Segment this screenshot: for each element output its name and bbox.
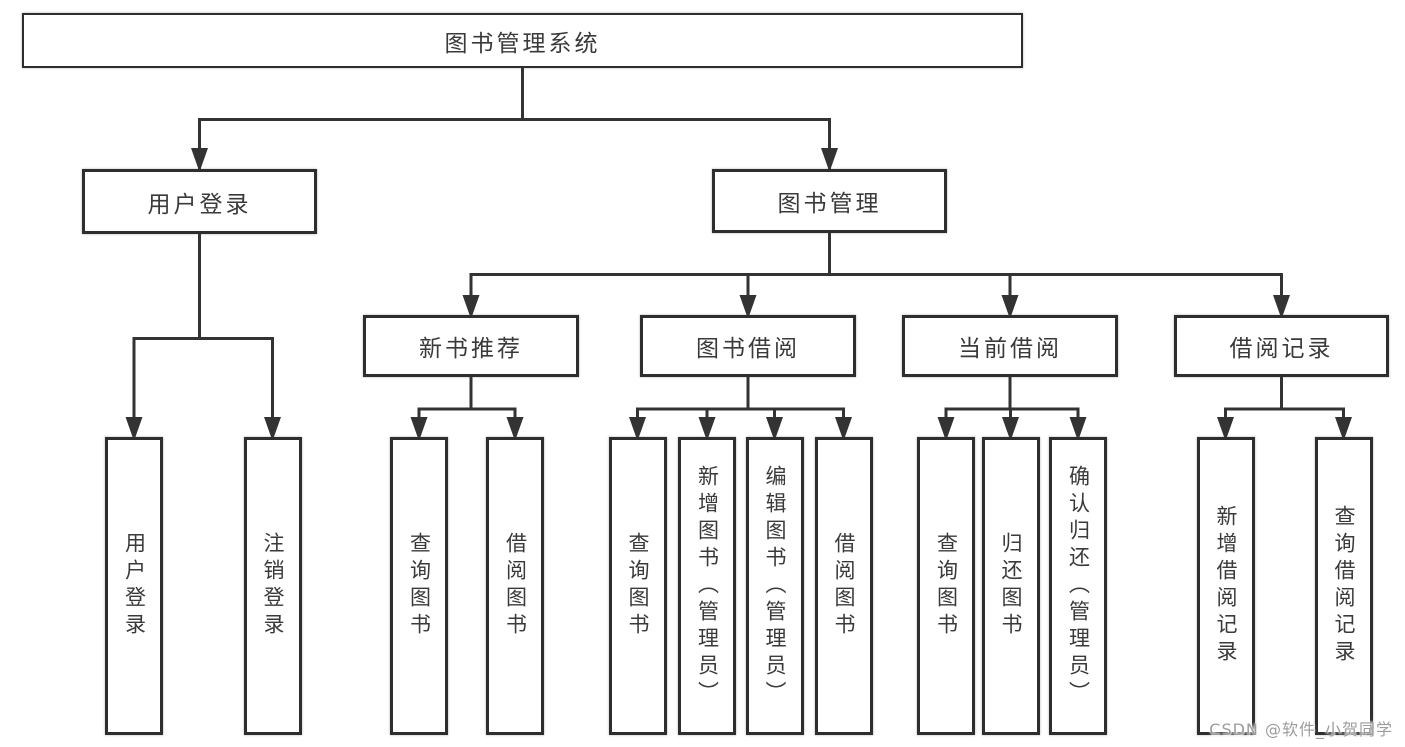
leaf-confirm-return-admin: 确认归还（管理员） <box>1049 437 1107 735</box>
node-label: 确认归还（管理员） <box>1066 464 1091 708</box>
node-label: 图书借阅 <box>696 336 800 362</box>
node-label: 编辑图书（管理员） <box>763 464 787 708</box>
node-library-management-system: 图书管理系统 <box>22 13 1023 68</box>
node-new-book-recommend: 新书推荐 <box>363 315 579 377</box>
node-label: 查询借阅记录 <box>1332 505 1356 667</box>
node-label: 查询图书 <box>407 532 432 640</box>
node-label: 借阅记录 <box>1229 336 1334 362</box>
leaf-return-books: 归还图书 <box>981 437 1040 735</box>
leaf-query-books-borrow: 查询图书 <box>608 437 667 735</box>
leaf-add-book-admin: 新增图书（管理员） <box>678 437 736 735</box>
node-label: 新书推荐 <box>419 336 523 362</box>
leaf-query-borrow-record: 查询借阅记录 <box>1314 437 1373 735</box>
node-label: 新增借阅记录 <box>1214 505 1238 667</box>
node-label: 查询图书 <box>934 532 959 640</box>
leaf-logout: 注销登录 <box>243 437 302 735</box>
leaf-borrow-books-recommend: 借阅图书 <box>486 437 544 735</box>
leaf-query-books-recommend: 查询图书 <box>390 437 448 735</box>
node-label: 注销登录 <box>261 532 285 640</box>
leaf-edit-book-admin: 编辑图书（管理员） <box>745 437 804 735</box>
node-borrow-records: 借阅记录 <box>1174 315 1389 377</box>
node-label: 归还图书 <box>999 532 1023 640</box>
node-label: 查询图书 <box>626 532 650 640</box>
node-book-management: 图书管理 <box>712 169 947 233</box>
csdn-watermark: CSDN @软件_小贺同学 <box>1209 720 1393 739</box>
leaf-query-books-current: 查询图书 <box>917 437 975 735</box>
node-book-borrow: 图书借阅 <box>640 315 856 377</box>
leaf-user-login: 用户登录 <box>105 437 163 735</box>
leaf-add-borrow-record: 新增借阅记录 <box>1196 437 1255 735</box>
node-label: 用户登录 <box>147 191 252 218</box>
node-label: 新增图书（管理员） <box>695 464 720 708</box>
node-label: 借阅图书 <box>832 532 856 640</box>
leaf-borrow-books-borrow: 借阅图书 <box>814 437 873 735</box>
node-label: 图书管理 <box>777 191 882 217</box>
node-current-borrow: 当前借阅 <box>902 315 1118 377</box>
node-label: 当前借阅 <box>958 336 1062 362</box>
node-label: 用户登录 <box>122 532 147 640</box>
node-user-login: 用户登录 <box>82 169 317 234</box>
node-label: 借阅图书 <box>503 532 528 640</box>
node-label: 图书管理系统 <box>444 30 601 57</box>
